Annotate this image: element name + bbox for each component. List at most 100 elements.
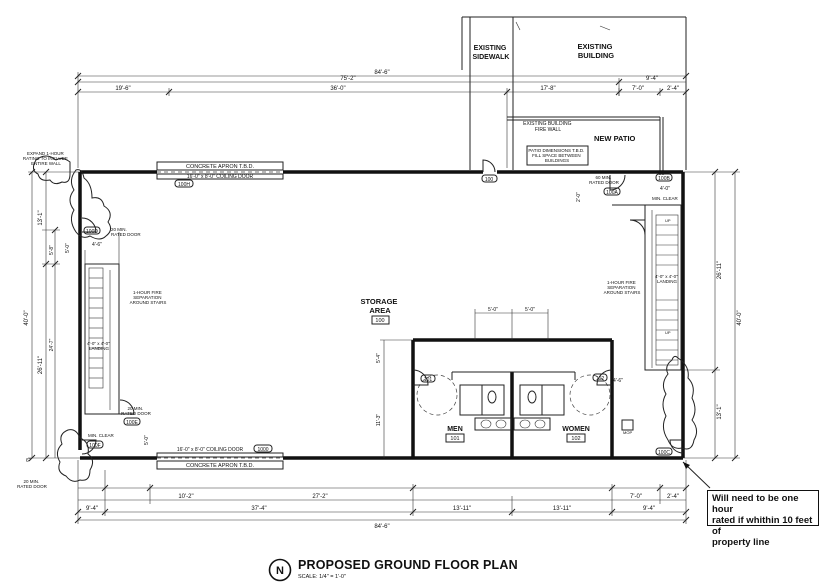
plan-title: PROPOSED GROUND FLOOR PLAN — [298, 558, 518, 572]
dim-4-6-stair: 4'-6" — [92, 242, 102, 248]
door-tag-100: 100 — [485, 177, 494, 183]
up-right-bottom: UP — [665, 330, 671, 335]
concrete-apron-bottom: CONCRETE APRON T.B.D. — [186, 463, 255, 469]
coiling-door-bottom — [156, 452, 284, 470]
existing-sidewalk-label: EXISTING SIDEWALK — [473, 45, 510, 61]
dim-bottom-37-4: 37'-4" — [251, 506, 266, 512]
dim-bottom-9-4b: 9'-4" — [643, 506, 655, 512]
restroom-block — [380, 309, 634, 458]
dim-left-26-11: 26'-11" — [38, 356, 44, 374]
dim-left-24-7: 24'-7" — [49, 338, 55, 351]
door-100a-swing — [609, 174, 626, 191]
bottom-dimensions — [74, 460, 690, 524]
door-100f-swing — [81, 439, 97, 455]
entry-door-swing — [482, 159, 496, 173]
top-dimensions — [74, 72, 690, 168]
storage-area-label: STORAGE AREA — [360, 297, 399, 315]
fire-separation-left: 1-HOUR FIRE SEPARATION AROUND STAIRS — [130, 290, 167, 305]
dim-rest-4-6: 4'-6" — [613, 378, 623, 384]
dim-top-19-6: 19'-6" — [115, 86, 130, 92]
dim-top-36: 36'-0" — [330, 86, 345, 92]
dim-rest-5-0a: 5'-0" — [488, 307, 498, 313]
dim-rest-5-4: 5'-4" — [376, 353, 382, 363]
property-line-note: Will need to be one hour rated if whithi… — [707, 490, 819, 548]
dim-rest-11-3: 11'-3" — [376, 414, 382, 427]
note-line-1: Will need to be one hour — [712, 493, 799, 515]
note-line-3: property line — [712, 537, 770, 548]
new-patio-label: NEW PATIO — [594, 134, 636, 143]
dim-4-0-stair: 4'-0" — [660, 186, 670, 192]
dim-misc-2-0: 2'-0" — [576, 192, 582, 202]
bottom-left-cloud — [56, 429, 94, 482]
landing-right: 4'-0" x 4'-0" LANDING — [655, 274, 679, 284]
dim-misc-5-0: 5'-0" — [144, 435, 150, 445]
up-right-top: UP — [665, 218, 671, 223]
expand-rating-cloud — [32, 155, 71, 185]
patio-note-box — [526, 145, 589, 166]
dim-bottom-9-4a: 9'-4" — [86, 506, 98, 512]
door-tag-100h: 100H — [178, 182, 190, 188]
north-letter: N — [276, 565, 284, 577]
coiling-door-bottom-label: 16'-0" x 8'-0" COILING DOOR — [177, 447, 244, 453]
door-tag-100e: 100E — [126, 420, 138, 426]
rated-door-20-bottom: 20 MIN. RATED DOOR — [17, 479, 47, 489]
note-line-2: rated if whithin 10 feet of — [712, 515, 813, 537]
men-label: MEN — [447, 426, 463, 433]
dim-bottom-13-11b: 13'-11" — [553, 506, 571, 512]
door-tag-100d: 100D — [86, 229, 98, 235]
plan-scale: SCALE: 1/4" = 1'-0" — [298, 574, 346, 580]
dim-right-13-1: 13'-1" — [717, 404, 723, 419]
expand-rating-note: EXPAND 1-HOUR RATING TO INCLUDE ENTIRE W… — [23, 151, 69, 166]
dim-bottom-overall: 84'-6" — [374, 524, 389, 530]
dim-bottom-2-4: 2'-4" — [667, 494, 679, 500]
rated-door-60: 60 MIN. RATED DOOR — [589, 175, 619, 185]
dim-left-5-0: 5'-0" — [65, 243, 71, 253]
right-stair — [612, 204, 682, 371]
patio-note: PATIO DIMENSIONS T.B.D. FILL SPACE BETWE… — [528, 148, 585, 163]
women-room-number: 102 — [571, 436, 580, 442]
stair-door-swing — [629, 219, 646, 236]
door-100e-swing — [119, 399, 135, 415]
dim-left-13-1: 13'-1" — [38, 210, 44, 225]
door-tag-100f: 100F — [89, 443, 100, 449]
min-clear-right: MIN. CLEAR — [652, 196, 679, 201]
fire-wall — [507, 116, 664, 175]
existing-fire-wall-note: EXISTING BUILDING FIRE WALL — [523, 121, 573, 133]
dim-top-17-8: 17'-8" — [540, 86, 555, 92]
dim-rest-5-0b: 5'-0" — [525, 307, 535, 313]
door-tag-100c: 100C — [658, 450, 670, 456]
dim-top-75: 75'-2" — [340, 76, 355, 82]
door-100d-swing — [81, 217, 97, 233]
rated-door-20-top: 20 MIN. RATED DOOR — [111, 227, 141, 237]
min-clear-left: MIN. CLEAR — [88, 433, 115, 438]
room-tag-102: 102 — [596, 376, 605, 382]
dim-bottom-13-11a: 13'-11" — [453, 506, 471, 512]
door-tag-1000: 1000 — [257, 447, 268, 453]
women-label: WOMEN — [562, 426, 590, 433]
dim-bottom-27-2: 27'-2" — [312, 494, 327, 500]
existing-building-label: EXISTING BUILDING — [577, 42, 614, 60]
door-tag-100a: 100A — [606, 190, 618, 196]
storage-room-number: 100 — [375, 318, 384, 324]
dim-top-7-0: 7'-0" — [632, 86, 644, 92]
coiling-door-top-label: 16'-0" x 8'-0" COILING DOOR — [187, 174, 254, 180]
dim-top-2-4: 2'-4" — [667, 86, 679, 92]
room-tag-101: 101 — [424, 377, 433, 383]
note-arrowhead — [683, 462, 690, 469]
left-stair — [84, 232, 134, 415]
exterior-walls — [78, 170, 685, 460]
fire-separation-right: 1-HOUR FIRE SEPARATION AROUND STAIRS — [604, 280, 641, 295]
title-block: N PROPOSED GROUND FLOOR PLAN SCALE: 1/4"… — [268, 558, 528, 586]
coiling-door-top — [156, 161, 284, 180]
dim-bottom-10-2: 10'-2" — [178, 494, 193, 500]
landing-left: 4'-0" x 4'-0" LANDING — [87, 341, 111, 351]
mop-sink-label: MOP — [623, 430, 632, 435]
left-dimensions — [28, 168, 80, 462]
dim-right-40: 40'-0" — [737, 310, 743, 325]
left-wall-cloud — [69, 169, 112, 240]
door-100c-swing — [669, 439, 684, 454]
rated-door-20-mid: 20 MIN. RATED DOOR — [121, 406, 151, 416]
dim-right-26-11: 26'-11" — [717, 261, 723, 279]
men-room-number: 101 — [450, 436, 459, 442]
